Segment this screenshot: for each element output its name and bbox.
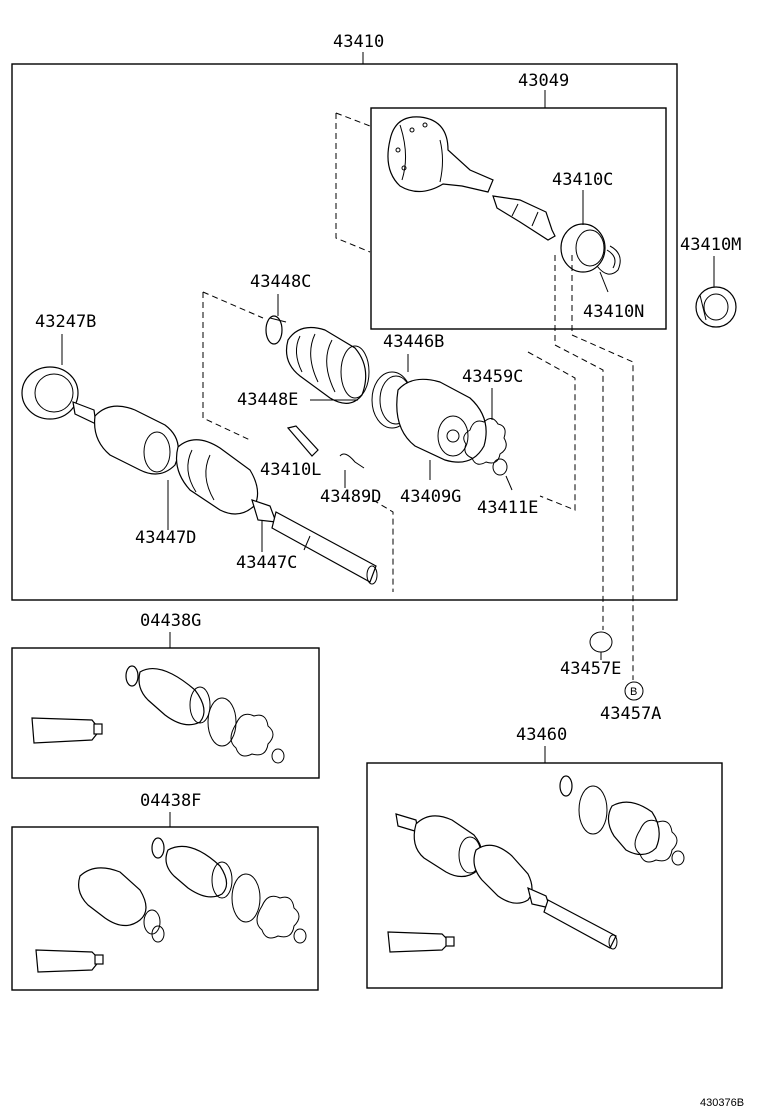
- label-43411E: 43411E: [477, 498, 538, 518]
- kit-04438G-box: [11, 647, 320, 779]
- assembly-43460-box: [366, 762, 723, 989]
- kit-04438F-parts: [35, 837, 307, 973]
- label-43457A: 43457A: [600, 704, 661, 724]
- label-43447D: 43447D: [135, 528, 196, 548]
- part-43409G-housing: [396, 378, 487, 463]
- part-43411E-snap-ring: [492, 458, 513, 491]
- label-43410C: 43410C: [552, 170, 613, 190]
- label-43410L: 43410L: [260, 460, 321, 480]
- part-43410M-oil-seal: [695, 286, 737, 328]
- part-43410C-ring: [560, 190, 606, 273]
- kit-04438F-box: [11, 826, 319, 991]
- part-43489D-clip: [339, 453, 365, 469]
- part-43410L-bolt: [286, 425, 319, 457]
- label-04438G: 04438G: [140, 611, 201, 631]
- label-43247B: 43247B: [35, 312, 96, 332]
- part-43247B-ring: [21, 366, 79, 420]
- part-43410N-snap-ring: [596, 245, 621, 293]
- label-43410: 43410: [333, 32, 384, 52]
- label-43410N: 43410N: [583, 302, 644, 322]
- label-43448E: 43448E: [237, 390, 298, 410]
- part-43448C-clamp: [265, 315, 287, 345]
- label-43457E: 43457E: [560, 659, 621, 679]
- outer-joint-housing: [387, 116, 494, 193]
- label-43459C: 43459C: [462, 367, 523, 387]
- label-43446B: 43446B: [383, 332, 444, 352]
- label-43409G: 43409G: [400, 487, 461, 507]
- part-43459C-ring: [463, 418, 507, 465]
- drive-shaft-assembly: [72, 401, 378, 585]
- inner-boot: [285, 327, 370, 404]
- joint-shaft: [492, 195, 556, 241]
- diagram-reference-number: 430376B: [700, 1097, 744, 1109]
- label-43460: 43460: [516, 725, 567, 745]
- kit-04438G-parts: [31, 665, 285, 764]
- assembly-43410-box: [11, 63, 678, 601]
- label-43410M: 43410M: [680, 235, 741, 255]
- assembly-43460-parts: [387, 775, 685, 953]
- label-43447C: 43447C: [236, 553, 297, 573]
- label-B: B: [630, 686, 637, 698]
- part-43457E-ring: [589, 631, 613, 653]
- label-43448C: 43448C: [250, 272, 311, 292]
- reference-B-marker: B: [624, 681, 644, 701]
- label-04438F: 04438F: [140, 791, 201, 811]
- label-43049: 43049: [518, 71, 569, 91]
- subassembly-43049-box: [370, 107, 667, 330]
- label-43489D: 43489D: [320, 487, 381, 507]
